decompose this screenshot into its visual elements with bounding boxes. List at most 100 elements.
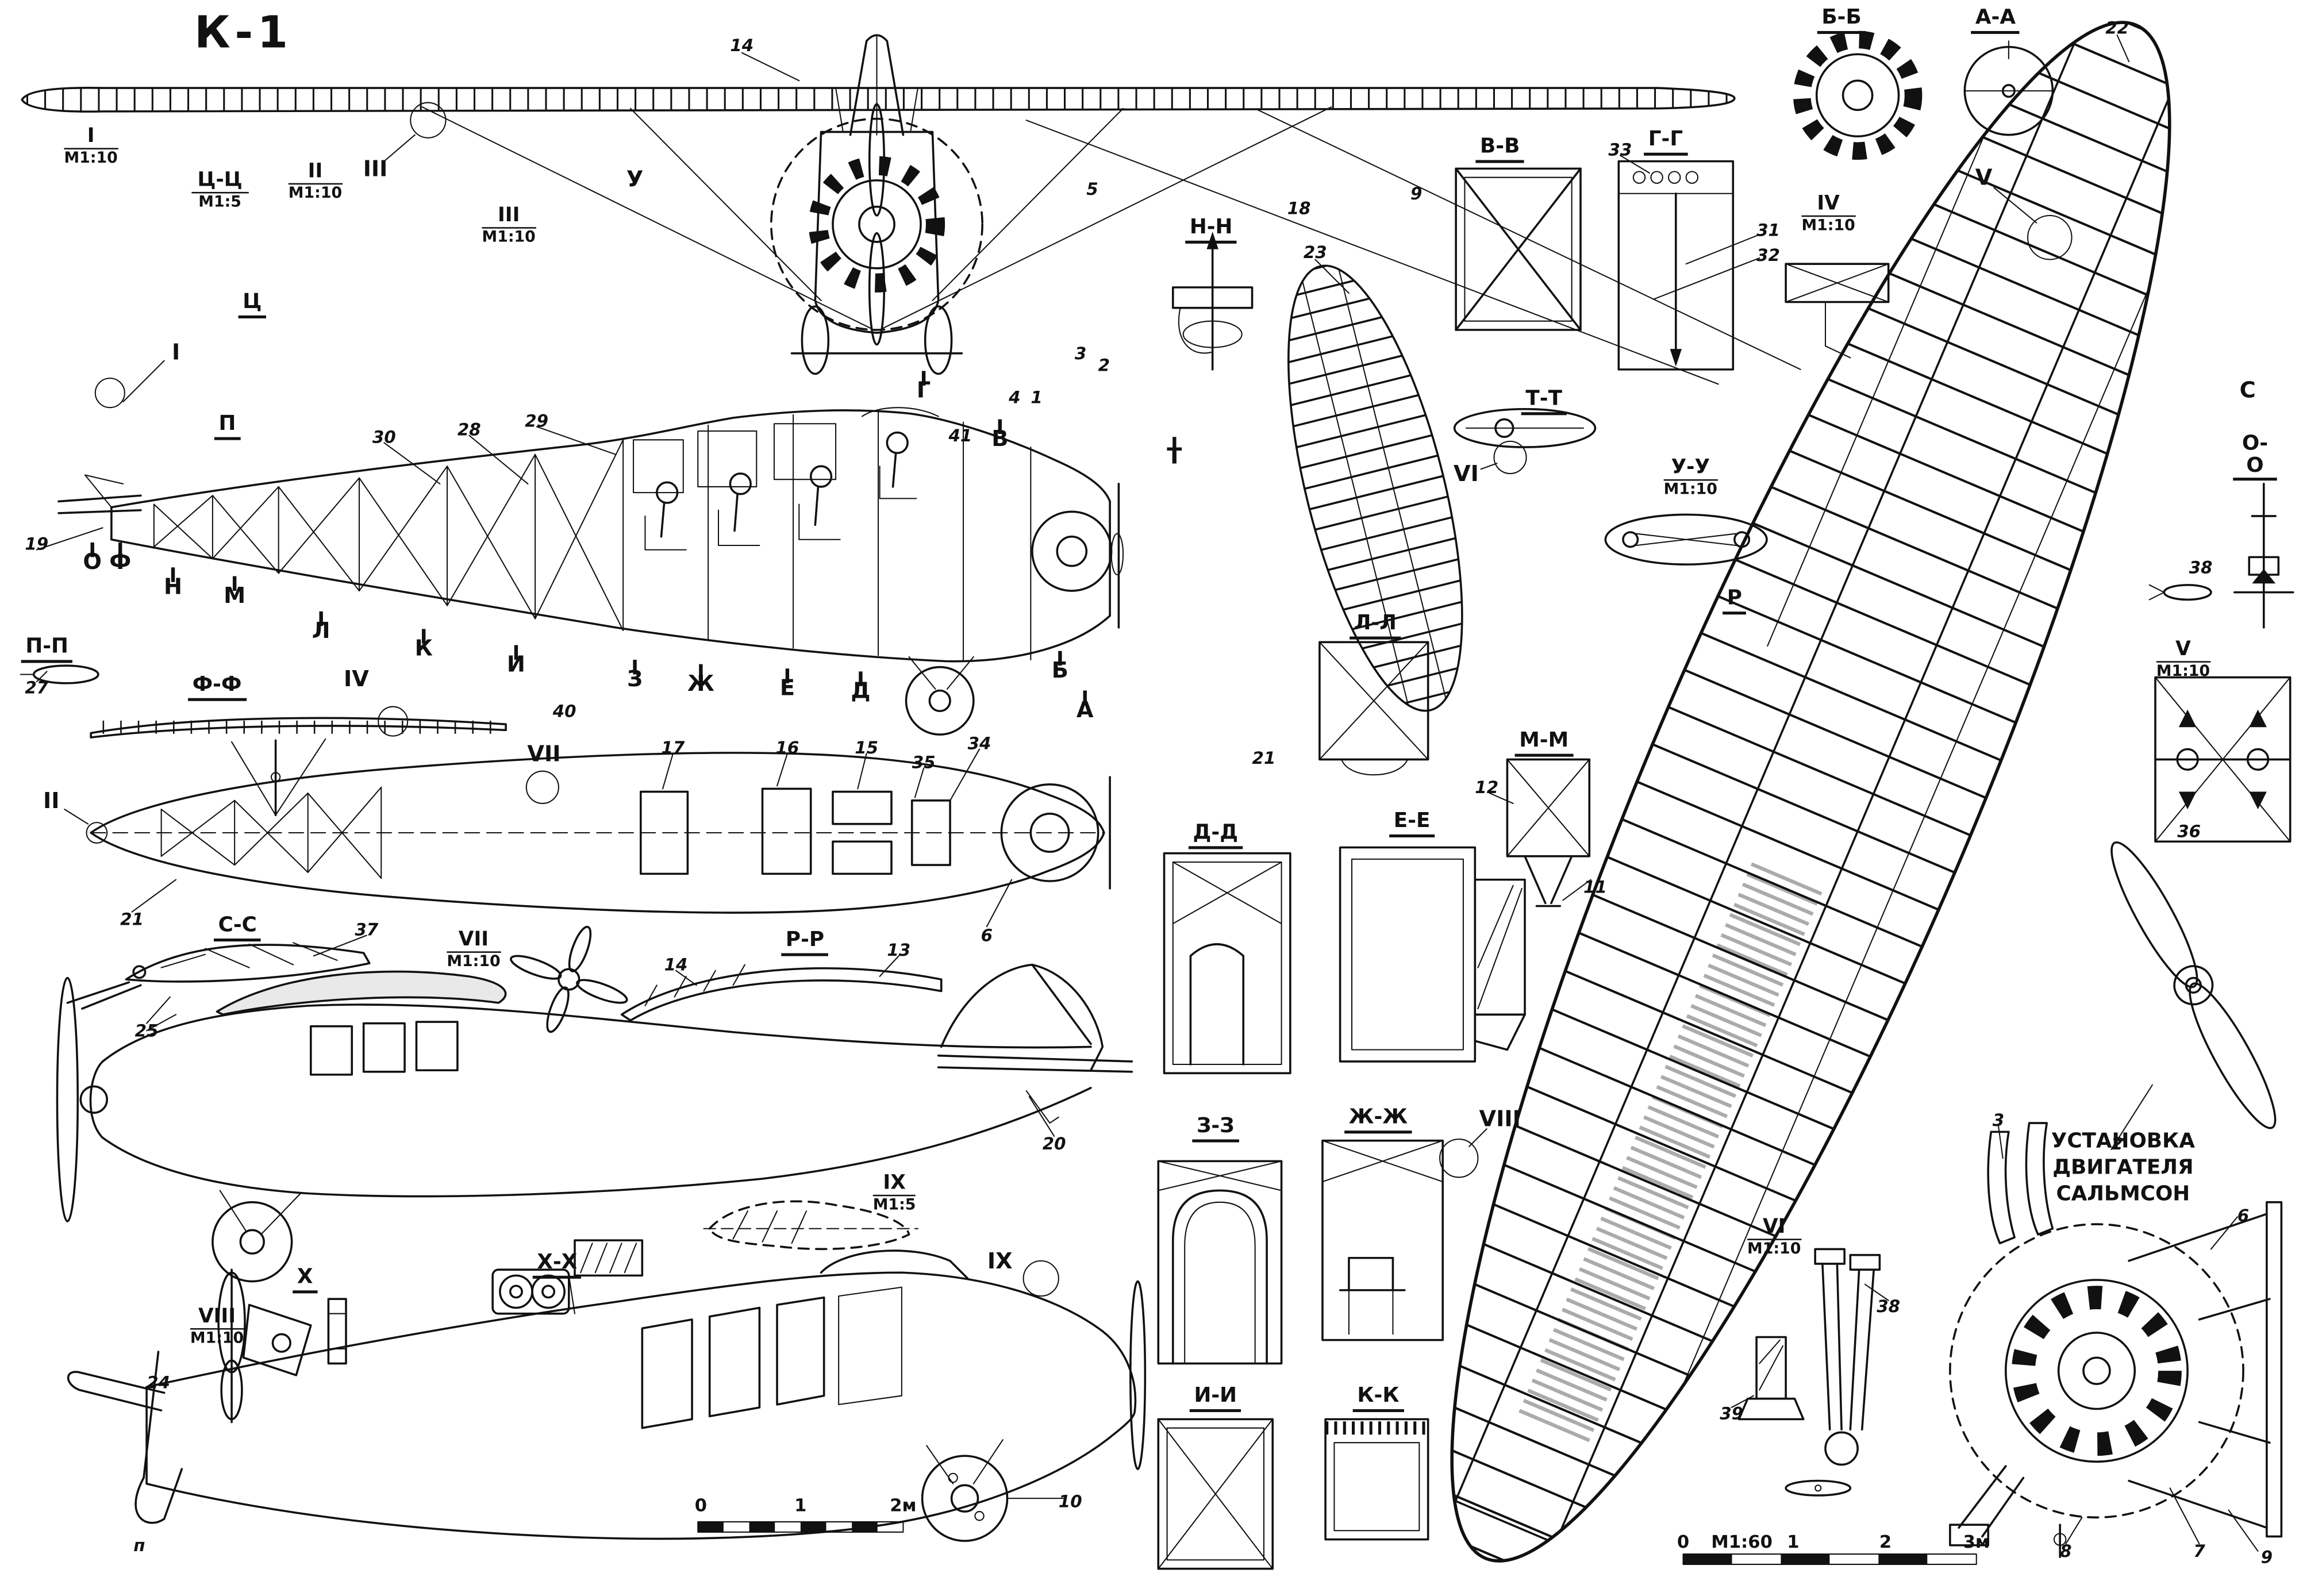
ref-r-cyr: Р [1723,588,1747,614]
part-30: 30 [372,426,396,447]
part-36: 36 [2177,821,2201,842]
sec-e-e: Е-Е [1389,811,1435,837]
sec-a-a: А-А [1971,7,2020,34]
sec-b-b: Б-Б [1817,7,1866,34]
part-38-vi: 38 [1877,1296,1901,1317]
ref-x-cyr: X [293,1267,318,1293]
part-37: 37 [355,919,379,940]
part-17: 17 [661,737,685,758]
ref-ts: Ц [238,291,267,318]
part-19: 19 [25,533,49,555]
part-41: 41 [948,425,972,446]
ref-g-cyr: Г [916,376,931,403]
ref-viii-roman: VIII [1479,1105,1521,1132]
ref-vii-roman: VII [527,740,561,767]
title-k1: К-1 [194,7,293,59]
ref-k-cyr: К [414,634,433,662]
ref-p-small: п [133,1535,145,1556]
part-14-canopy: 14 [664,954,688,975]
ref-l-cyr: Л [312,617,330,644]
scale1-2m: 2м [890,1495,917,1516]
ref-i-roman: I [171,339,180,366]
sec-x-x: Х-Х [532,1252,582,1279]
part-38-oo: 38 [2189,557,2213,578]
sec-p-p: П-П [21,636,73,663]
part-14-top: 14 [730,35,754,56]
propeller-detail [2110,841,2277,1129]
ref-m-cyr: М [224,582,246,609]
part-9-engine: 9 [2260,1547,2273,1567]
sec-v-v: В-В [1475,136,1524,163]
part-5: 5 [1086,179,1098,199]
scale2-0: 0 [1677,1532,1690,1552]
part-11: 11 [1583,876,1607,898]
part-18: 18 [1287,198,1311,219]
part-24: 24 [147,1372,170,1393]
scale2-3m: 3м [1963,1532,1990,1552]
part-1: 1 [1031,387,1043,408]
part-13: 13 [887,940,911,960]
part-20: 20 [1042,1133,1066,1154]
scale-bar-engine [1682,1553,1977,1565]
part-2-fus: 2 [1098,355,1110,375]
part-28: 28 [457,419,481,440]
part-8: 8 [2060,1541,2072,1562]
part-35: 35 [912,752,936,773]
part-15: 15 [855,737,879,758]
ref-a-cyr: А [1076,697,1094,723]
sec-r-r: Р-Р [781,929,829,956]
detail-marker-ii [86,822,108,844]
sec-zh-zh: Ж-Ж [1344,1107,1412,1133]
sec-g-g: Г-Г [1644,129,1687,156]
part-33: 33 [1608,139,1632,160]
stabilizer-plan [1253,249,1498,727]
part-21-fus: 21 [120,909,144,930]
part-34: 34 [967,733,991,754]
scale2-2: 2 [1879,1532,1892,1552]
sec-t-t: Т-Т [1521,389,1567,415]
part-23: 23 [1303,241,1327,263]
sec-k-k: К-К [1352,1386,1404,1412]
rear-quarter-view [67,1249,1147,1542]
sec-n-n: Н-Н [1185,217,1237,244]
sec-d-d: Д-Д [1188,822,1243,849]
ref-i-cyr: И [506,651,525,678]
ref-zh-cyr: Ж [687,670,714,697]
ref-v-cyr: В [991,425,1009,452]
part-12: 12 [1475,776,1499,798]
wing-plan [1334,0,2288,1595]
part-3-fus: 3 [1074,343,1087,364]
part-29: 29 [525,410,549,431]
ref-u: У [626,166,644,193]
ref-e-cyr: Е [779,674,795,701]
fuselage-top-view [64,748,1111,928]
sec-s-s: С-С [213,915,262,941]
detail-marker-iv [378,706,409,737]
sec-z-z: З-З [1192,1116,1239,1142]
scale2-m160: М1:60 [1711,1532,1773,1552]
ref-v-roman: V [1975,164,1993,191]
part-21-wing: 21 [1252,747,1276,768]
part-7: 7 [2193,1541,2205,1562]
ref-s-cyr: С [2239,376,2256,403]
ref-z-cyr: З [626,666,643,693]
part-4: 4 [1009,387,1021,408]
ref-b-cyr: Б [1051,657,1068,684]
ref-ix-roman: IX [987,1248,1013,1275]
part-39: 39 [1720,1403,1744,1424]
ref-iv-roman: IV [343,666,369,693]
part-40: 40 [552,701,576,722]
detail-marker-vi [1493,440,1527,474]
ref-t-cyr: Т [1167,443,1182,470]
ref-p-cyr: П [214,413,241,440]
